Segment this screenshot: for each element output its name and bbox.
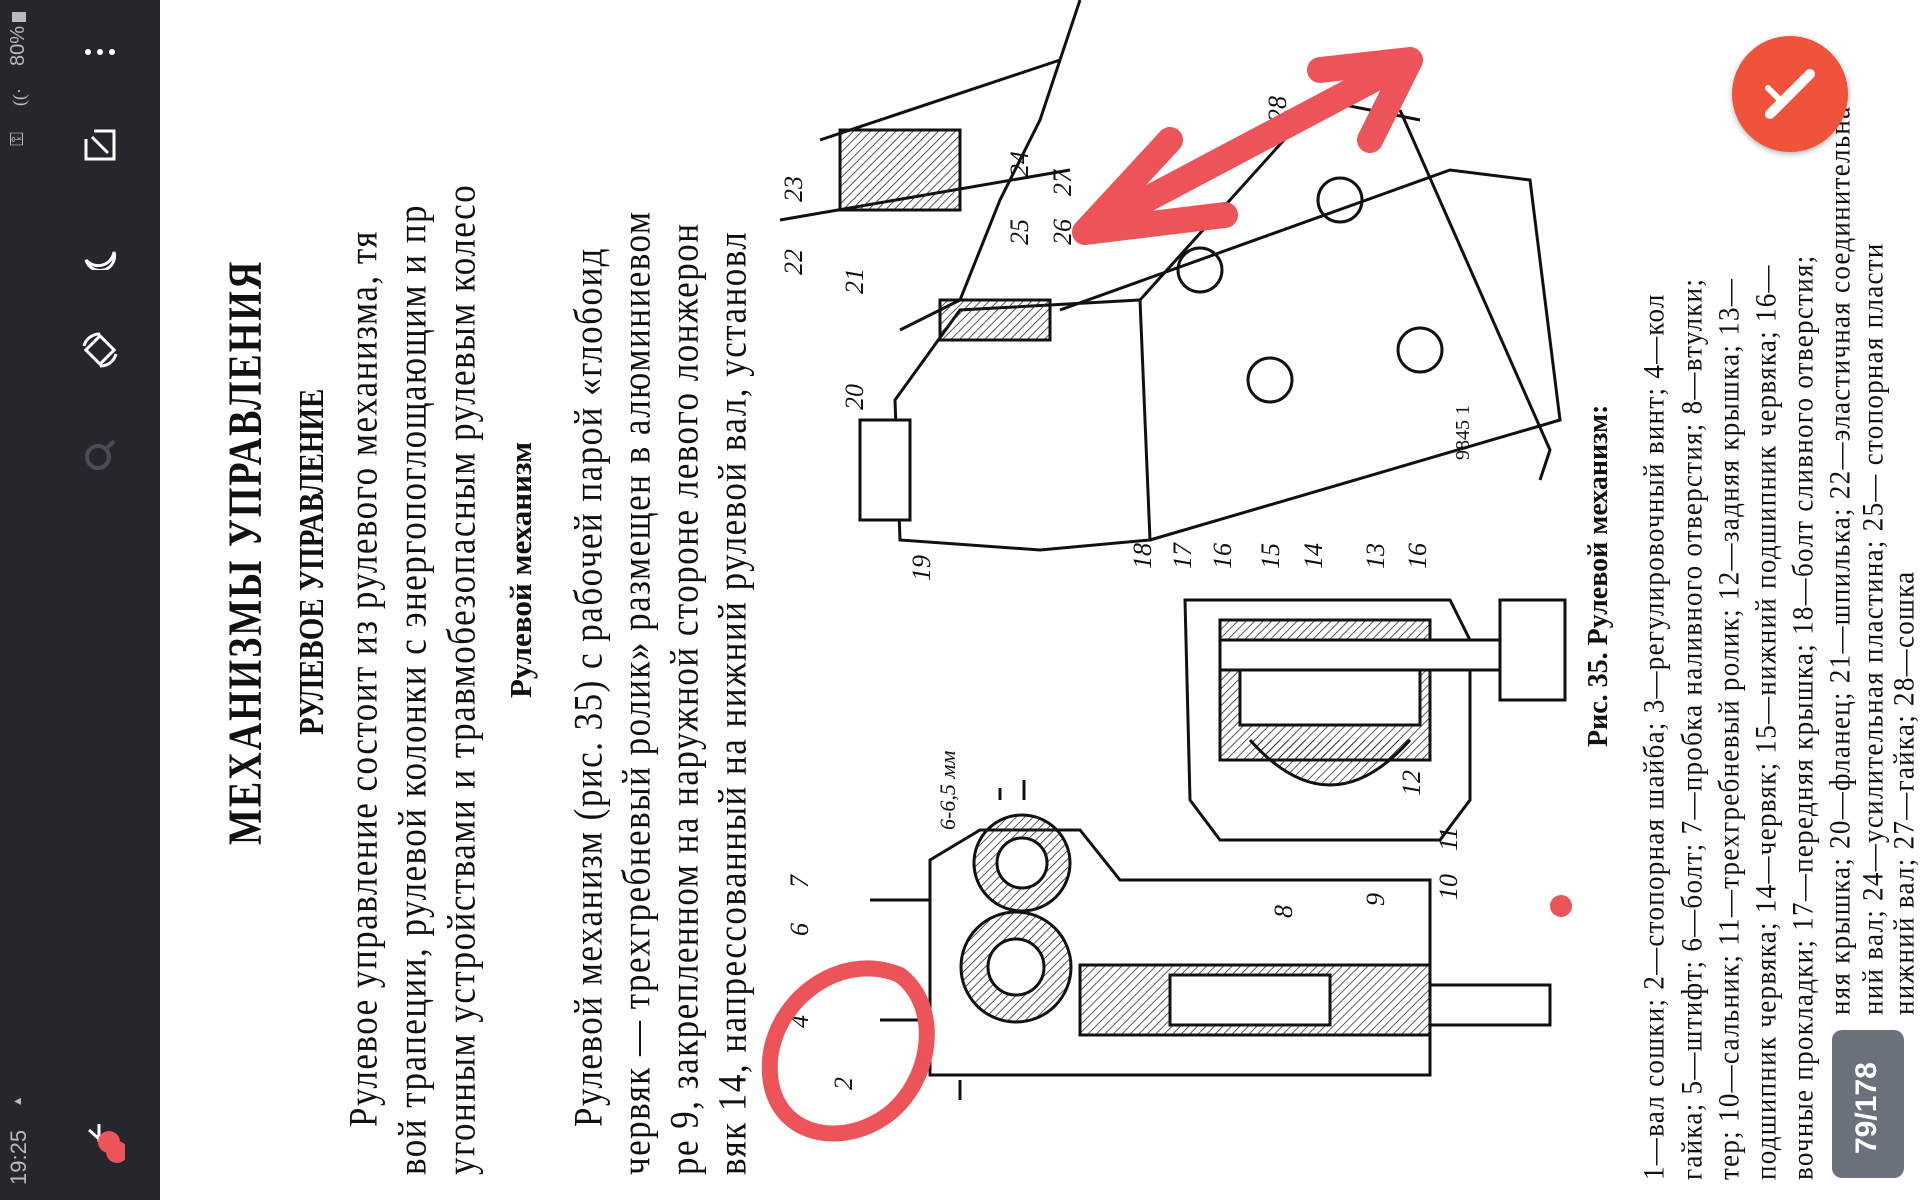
callout-label: 24: [1005, 151, 1034, 177]
assembly-drawing: [779, 0, 1562, 552]
callout-label: 27: [1048, 169, 1077, 196]
callout-label: 20: [840, 384, 869, 410]
annotation-dot: [1550, 895, 1572, 917]
callout-label: 21: [840, 268, 869, 294]
callout-label: 16: [1403, 543, 1432, 569]
volume-icon: ◂: [14, 1094, 22, 1109]
search-icon[interactable]: [80, 435, 120, 475]
edit-button[interactable]: [1732, 36, 1848, 152]
reader-toolbar: 80% ((· ⚿ 19:25 ◂: [0, 0, 160, 1200]
annotation-arrow: [1072, 47, 1423, 245]
annotate-icon[interactable]: [85, 1124, 125, 1165]
rotate-icon[interactable]: [80, 330, 120, 370]
dimension-label: 6-6,5 мм: [935, 751, 960, 830]
cross-section-drawing: [1183, 598, 1567, 842]
battery-icon: [12, 12, 26, 22]
callout-label: 25: [1005, 219, 1034, 245]
callout-label: 19: [907, 555, 936, 581]
callout-label: 2: [829, 1077, 858, 1090]
annotation-circle: [761, 960, 935, 1142]
callout-label: 18: [1128, 543, 1157, 569]
drawing-number: 9845 1: [1452, 405, 1474, 460]
page-number: 79/178: [1850, 1062, 1883, 1154]
night-mode-icon[interactable]: [80, 230, 120, 270]
callout-label: 8: [1269, 905, 1298, 918]
more-icon[interactable]: [80, 32, 120, 72]
callout-label: 12: [1397, 770, 1426, 796]
callout-label: 6: [785, 923, 814, 936]
callout-label: 23: [779, 176, 808, 202]
callout-label: 11: [1434, 827, 1463, 851]
callout-label: 17: [1168, 542, 1197, 569]
fullscreen-icon[interactable]: [80, 125, 120, 165]
callout-label: 14: [1299, 543, 1328, 569]
callout-label: 15: [1256, 543, 1285, 569]
figure-labels: 2 4 6 7 6-6,5 мм 8 9 10 11 12 13 14 15 1…: [779, 96, 1474, 1090]
pencil-icon: [1765, 69, 1815, 119]
red-annotations: [761, 47, 1572, 1142]
page-indicator: 79/178: [1832, 1030, 1904, 1178]
callout-label: 9: [1361, 893, 1390, 906]
callout-label: 7: [785, 874, 814, 888]
callout-label: 16: [1208, 543, 1237, 569]
callout-label: 13: [1361, 543, 1390, 569]
callout-label: 10: [1434, 874, 1463, 900]
callout-label: 22: [779, 249, 808, 275]
section-drawing: [870, 780, 1552, 1100]
